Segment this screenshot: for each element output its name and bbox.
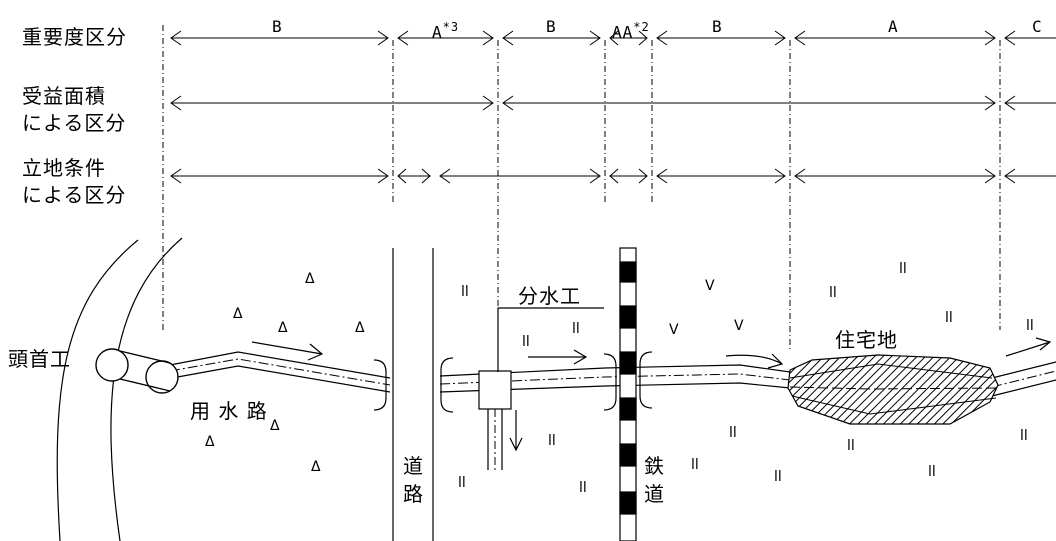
row-label-benefit-2: による区分	[22, 111, 127, 135]
road-label: 道路	[403, 454, 423, 506]
canal-label: 用 水 路	[190, 399, 268, 423]
road-lines	[392, 248, 434, 541]
svg-text:Δ: Δ	[278, 320, 288, 336]
importance-segment-label: B	[546, 17, 557, 36]
headworks-label: 頭首工	[8, 347, 71, 371]
residential-area-label: 住宅地	[835, 328, 898, 352]
railway-track	[619, 247, 637, 541]
land-use-marks: Δ Δ Δ Δ Δ Δ Δ ll ll ll ll ll ll ll V V V…	[205, 261, 1034, 496]
boundary-lines	[162, 25, 1001, 350]
svg-text:ll: ll	[579, 480, 587, 496]
svg-text:ll: ll	[461, 284, 469, 300]
flow-arrows	[251, 337, 1052, 369]
svg-text:ll: ll	[522, 334, 530, 350]
row-label-site-1: 立地条件	[22, 156, 106, 180]
importance-segment-label: AA*2	[612, 20, 650, 42]
svg-text:ll: ll	[458, 475, 466, 491]
svg-text:ll: ll	[928, 464, 936, 480]
row-label-site-2: による区分	[22, 183, 127, 207]
svg-text:Δ: Δ	[270, 418, 280, 434]
benefit-arrows	[170, 95, 1056, 111]
svg-text:ll: ll	[1020, 428, 1028, 444]
svg-text:ll: ll	[548, 433, 556, 449]
svg-text:Δ: Δ	[311, 459, 321, 475]
canal-centerline	[169, 358, 1056, 388]
canal-brackets	[373, 351, 653, 413]
svg-text:ll: ll	[572, 321, 580, 337]
svg-text:ll: ll	[899, 261, 907, 277]
svg-text:ll: ll	[1026, 318, 1034, 334]
svg-text:ll: ll	[829, 285, 837, 301]
svg-text:V: V	[705, 278, 715, 294]
headworks-gates	[95, 348, 179, 394]
row-label-importance: 重要度区分	[22, 25, 127, 49]
diversion-structure	[478, 307, 604, 470]
row-label-benefit-1: 受益面積	[22, 84, 106, 108]
importance-segment-label: A*3	[432, 20, 460, 42]
svg-text:ll: ll	[774, 469, 782, 485]
importance-segment-label: A	[888, 17, 899, 36]
railway-label: 鉄道	[644, 454, 664, 506]
svg-text:ll: ll	[945, 310, 953, 326]
residential-inner-lines	[789, 363, 997, 415]
canal-lines	[169, 351, 1056, 397]
svg-text:V: V	[734, 318, 744, 334]
importance-segment-label: C	[1032, 17, 1043, 36]
svg-text:ll: ll	[729, 425, 737, 441]
importance-arrows	[170, 30, 1056, 46]
diversion-works-label: 分水工	[518, 284, 581, 308]
footnote-mark: *3	[442, 20, 460, 34]
svg-text:ll: ll	[691, 457, 699, 473]
site-arrows	[170, 168, 1056, 184]
svg-text:ll: ll	[847, 438, 855, 454]
svg-text:Δ: Δ	[355, 320, 365, 336]
footnote-mark: *2	[633, 20, 650, 34]
svg-text:Δ: Δ	[305, 271, 315, 287]
svg-text:Δ: Δ	[233, 306, 243, 322]
svg-text:V: V	[669, 322, 679, 338]
importance-segment-label: B	[712, 17, 723, 36]
svg-text:Δ: Δ	[205, 434, 215, 450]
importance-segment-label: B	[272, 17, 283, 36]
